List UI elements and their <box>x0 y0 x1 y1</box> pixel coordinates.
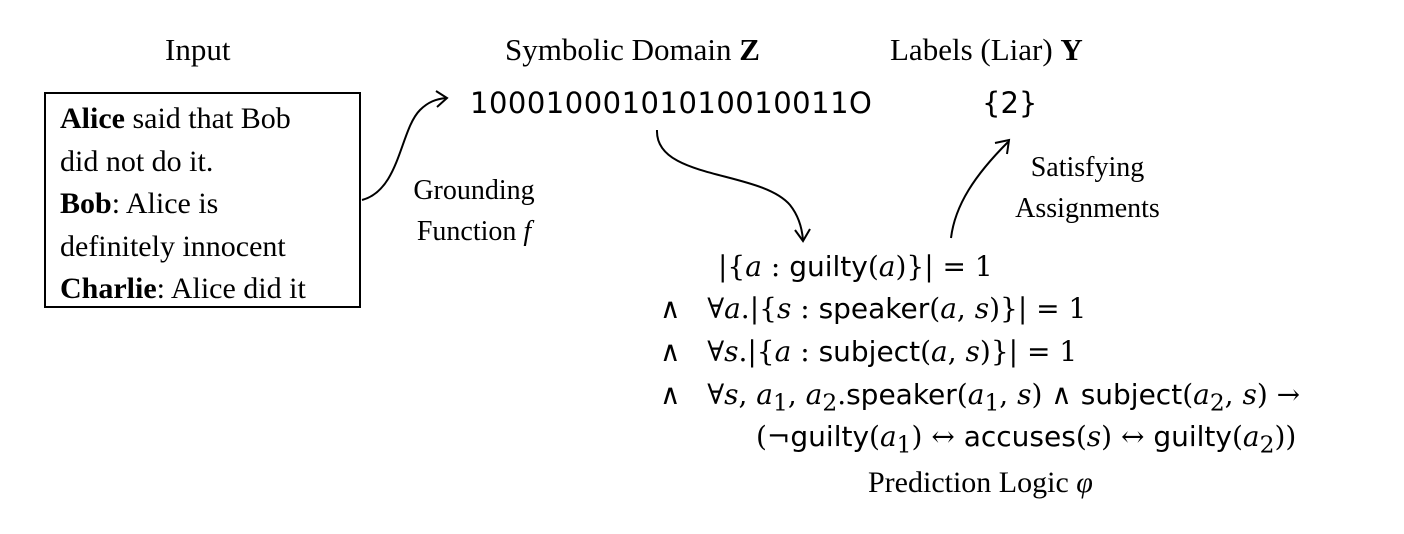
grounding-arrow <box>361 97 447 201</box>
satisfying-arrow <box>950 141 1009 239</box>
logic-arrow <box>655 129 804 241</box>
input-box: Alice said that Bob did not do it. Bob: … <box>44 92 361 308</box>
labels-heading: Labels (Liar) Y <box>890 32 1083 68</box>
logic-line-1: |{a : guilty(a)}| = 1 <box>718 250 993 283</box>
grounding-arrowhead <box>435 90 449 108</box>
symbolic-domain-heading: Symbolic Domain Z <box>505 32 760 68</box>
satisfying-assignments-label: Satisfying Assignments <box>1000 147 1175 229</box>
labels-symbol: Y <box>1060 32 1083 67</box>
input-line-5-text: : Alice did it <box>156 272 306 305</box>
logic-line-4: ∧ ∀s, a1, a2.speaker(a1, s) ∧ subject(a2… <box>660 378 1301 417</box>
input-line-3: Bob: Alice is <box>60 183 359 226</box>
grounding-label-line2: Function f <box>398 211 550 252</box>
speaker-name-charlie: Charlie <box>60 272 157 305</box>
input-line-2: did not do it. <box>60 141 359 184</box>
logic-line-2: ∧ ∀a.|{s : speaker(a, s)}| = 1 <box>660 292 1087 325</box>
satisfying-arrowhead <box>994 138 1011 155</box>
input-heading: Input <box>165 32 231 67</box>
input-line-1: Alice said that Bob <box>60 98 359 141</box>
prediction-logic-text: Prediction Logic <box>868 466 1069 499</box>
prediction-logic-label: Prediction Logic φ <box>868 466 1093 500</box>
symbolic-value: 10001000101010010011O <box>470 86 873 120</box>
prediction-logic-symbol: φ <box>1076 466 1093 499</box>
grounding-function-word: Function <box>416 216 517 247</box>
symbolic-domain-symbol: Z <box>739 32 760 67</box>
logic-line-5: (¬guilty(a1) ↔ accuses(s) ↔ guilty(a2)) <box>756 420 1297 459</box>
grounding-label-line1: Grounding <box>413 175 535 206</box>
grounding-symbol: f <box>523 216 532 247</box>
grounding-function-label: Grounding Function f <box>398 170 550 252</box>
labels-heading-text: Labels (Liar) <box>890 32 1053 67</box>
logic-arrowhead <box>794 228 811 243</box>
speaker-name-alice: Alice <box>60 102 125 135</box>
input-line-2-text: did not do it. <box>60 144 214 178</box>
symbolic-domain-heading-text: Symbolic Domain <box>505 32 732 67</box>
input-line-1-text: said that Bob <box>124 102 291 135</box>
input-line-3-text: : Alice is <box>111 187 219 220</box>
satisfying-label-line2: Assignments <box>1015 193 1160 224</box>
input-line-4: definitely innocent <box>60 226 359 269</box>
label-value: {2} <box>982 86 1038 120</box>
speaker-name-bob: Bob <box>60 187 112 220</box>
input-line-5: Charlie: Alice did it <box>60 268 359 311</box>
input-line-4-text: definitely innocent <box>60 229 286 263</box>
satisfying-label-line1: Satisfying <box>1030 152 1145 183</box>
logic-line-3: ∧ ∀s.|{a : subject(a, s)}| = 1 <box>660 335 1078 368</box>
